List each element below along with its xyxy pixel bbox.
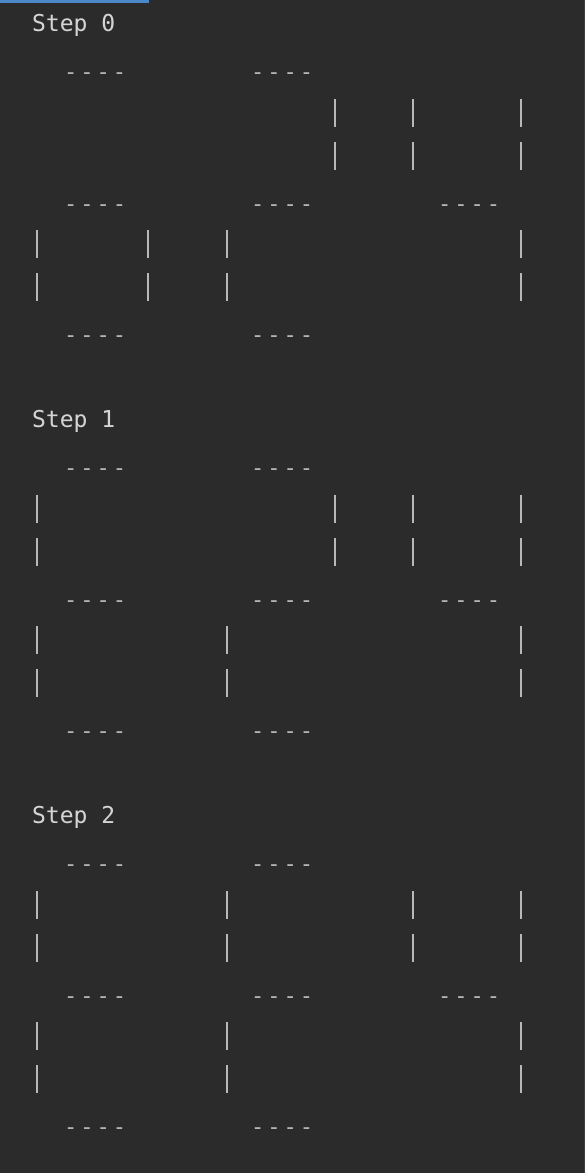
step-2-upper-bar-4-line-0 bbox=[412, 891, 414, 919]
step-2-middle-row-segment-0: ---- bbox=[64, 984, 129, 1009]
step-2-lower-bar-2-line-0 bbox=[226, 1022, 228, 1050]
step-1-lower-bar-2-line-1 bbox=[226, 669, 228, 697]
step-2-upper-bar-5-line-0 bbox=[520, 891, 522, 919]
step-1-bottom-row-segment-0: ---- bbox=[64, 719, 129, 744]
step-1-lower-bar-0-line-1 bbox=[36, 669, 38, 697]
step-1-upper-bar-5-line-1 bbox=[520, 538, 522, 566]
step-1-lower-bar-0-line-0 bbox=[36, 626, 38, 654]
step-1-upper-bar-0-line-1 bbox=[36, 538, 38, 566]
step-0-upper-bar-5-line-0 bbox=[520, 99, 522, 127]
step-0-lower-bar-0-line-1 bbox=[36, 273, 38, 301]
step-0-lower-bar-1-line-0 bbox=[147, 230, 149, 258]
step-0-upper-bar-3-line-1 bbox=[334, 142, 336, 170]
step-0-top-row-segment-0: ---- bbox=[64, 60, 129, 85]
console-output: Step 0 ---- ---- ---- ---- ---- ---- ---- Step… bbox=[8, 3, 583, 1173]
step-2-bottom-row-segment-1: ---- bbox=[251, 1115, 316, 1140]
step-1-upper-bar-4-line-0 bbox=[412, 495, 414, 523]
step-0-middle-row-segment-0: ---- bbox=[64, 192, 129, 217]
step-0-upper-bar-5-line-1 bbox=[520, 142, 522, 170]
step-2-lower-bar-2-line-1 bbox=[226, 1065, 228, 1093]
step-1-upper-bar-0-line-0 bbox=[36, 495, 38, 523]
step-0-upper-bar-4-line-1 bbox=[412, 142, 414, 170]
step-1-upper-bar-3-line-0 bbox=[334, 495, 336, 523]
step-1-middle-row-segment-0: ---- bbox=[64, 588, 129, 613]
step-0-lower-bar-2-line-0 bbox=[226, 230, 228, 258]
step-0-top-row-segment-1: ---- bbox=[251, 60, 316, 85]
step-1-lower-bar-5-line-0 bbox=[520, 626, 522, 654]
step-1-upper-bar-3-line-1 bbox=[334, 538, 336, 566]
step-2-lower-bar-5-line-1 bbox=[520, 1065, 522, 1093]
step-2-middle-row-segment-1: ---- bbox=[251, 984, 316, 1009]
step-2-top-row-segment-0: ---- bbox=[64, 852, 129, 877]
step-0-label: Step 0 bbox=[32, 11, 116, 37]
step-0-bottom-row-segment-1: ---- bbox=[251, 323, 316, 348]
step-1-upper-bar-5-line-0 bbox=[520, 495, 522, 523]
step-2-upper-bar-0-line-0 bbox=[36, 891, 38, 919]
step-0-lower-bar-5-line-1 bbox=[520, 273, 522, 301]
step-2-lower-bar-5-line-0 bbox=[520, 1022, 522, 1050]
step-2-upper-bar-5-line-1 bbox=[520, 934, 522, 962]
step-0-lower-bar-2-line-1 bbox=[226, 273, 228, 301]
step-2-upper-bar-4-line-1 bbox=[412, 934, 414, 962]
step-0-lower-bar-5-line-0 bbox=[520, 230, 522, 258]
step-0-middle-row-segment-2: ---- bbox=[438, 192, 503, 217]
step-2-upper-bar-2-line-0 bbox=[226, 891, 228, 919]
step-1-upper-bar-4-line-1 bbox=[412, 538, 414, 566]
step-1-label: Step 1 bbox=[32, 407, 116, 433]
step-1-lower-bar-2-line-0 bbox=[226, 626, 228, 654]
step-2-upper-bar-2-line-1 bbox=[226, 934, 228, 962]
step-2-label: Step 2 bbox=[32, 803, 116, 829]
step-0-middle-row-segment-1: ---- bbox=[251, 192, 316, 217]
step-1-bottom-row-segment-1: ---- bbox=[251, 719, 316, 744]
step-1-lower-bar-5-line-1 bbox=[520, 669, 522, 697]
step-0-lower-bar-1-line-1 bbox=[147, 273, 149, 301]
step-2-top-row-segment-1: ---- bbox=[251, 852, 316, 877]
step-2-upper-bar-0-line-1 bbox=[36, 934, 38, 962]
step-2-bottom-row-segment-0: ---- bbox=[64, 1115, 129, 1140]
step-1-middle-row-segment-1: ---- bbox=[251, 588, 316, 613]
step-1-middle-row-segment-2: ---- bbox=[438, 588, 503, 613]
active-tab-indicator bbox=[0, 0, 149, 3]
step-2-lower-bar-0-line-1 bbox=[36, 1065, 38, 1093]
step-2-lower-bar-0-line-0 bbox=[36, 1022, 38, 1050]
step-0-upper-bar-3-line-0 bbox=[334, 99, 336, 127]
step-0-bottom-row-segment-0: ---- bbox=[64, 323, 129, 348]
step-0-lower-bar-0-line-0 bbox=[36, 230, 38, 258]
step-1-top-row-segment-0: ---- bbox=[64, 456, 129, 481]
step-2-middle-row-segment-2: ---- bbox=[438, 984, 503, 1009]
step-1-top-row-segment-1: ---- bbox=[251, 456, 316, 481]
step-0-upper-bar-4-line-0 bbox=[412, 99, 414, 127]
